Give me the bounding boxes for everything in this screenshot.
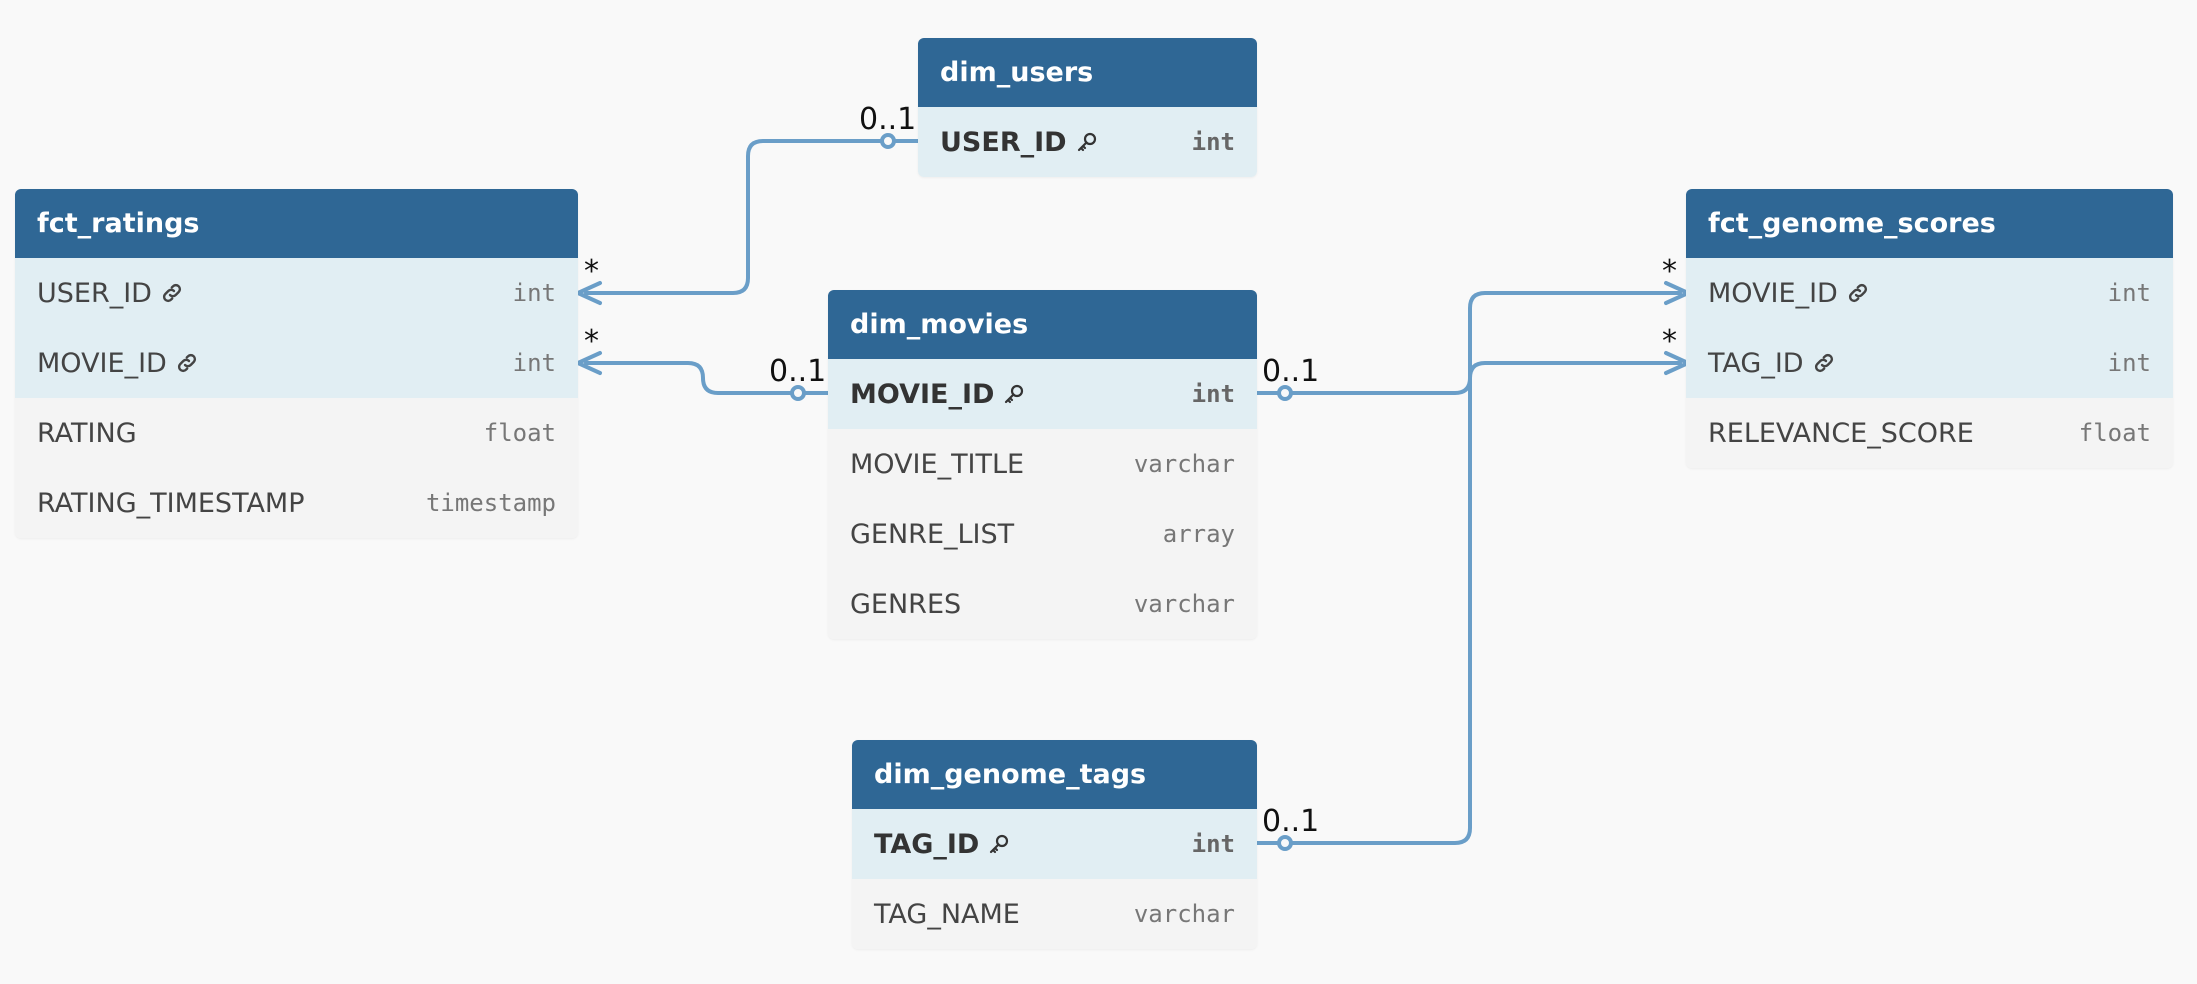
column-type: array: [1162, 520, 1235, 548]
column-type: float: [2078, 419, 2151, 447]
table-title[interactable]: dim_users: [918, 38, 1257, 107]
column-name: RATING: [37, 417, 137, 449]
column-name: TAG_ID: [874, 828, 980, 860]
column-name: TAG_NAME: [874, 898, 1020, 930]
column-type: int: [2107, 349, 2151, 377]
column-name: RATING_TIMESTAMP: [37, 487, 305, 519]
column-name: USER_ID: [37, 277, 152, 309]
column-name: MOVIE_TITLE: [850, 448, 1025, 480]
column-row[interactable]: RATING float: [15, 398, 578, 468]
column-name: MOVIE_ID: [37, 347, 167, 379]
link-icon: [160, 281, 184, 305]
cardinality-one-tags: 0..1: [1262, 804, 1320, 839]
key-icon: [1002, 382, 1026, 406]
column-row[interactable]: MOVIE_TITLE varchar: [828, 429, 1257, 499]
column-type: int: [1191, 830, 1235, 858]
column-name: GENRE_LIST: [850, 518, 1015, 550]
column-row[interactable]: MOVIE_ID int: [15, 328, 578, 398]
relationship-ratings-users: [584, 139, 920, 295]
column-name: MOVIE_ID: [1708, 277, 1838, 309]
column-row[interactable]: GENRE_LIST array: [828, 499, 1257, 569]
cardinality-one-movies-right: 0..1: [1262, 354, 1320, 389]
column-type: int: [1191, 128, 1235, 156]
cardinality-many-ratings-movies: *: [584, 324, 599, 359]
column-row[interactable]: RELEVANCE_SCORE float: [1686, 398, 2173, 468]
cardinality-many-ratings-users: *: [584, 254, 599, 289]
column-row[interactable]: MOVIE_ID int: [1686, 258, 2173, 328]
column-name: GENRES: [850, 588, 962, 620]
table-title[interactable]: dim_movies: [828, 290, 1257, 359]
cardinality-many-scores-tags: *: [1662, 324, 1677, 359]
column-row[interactable]: GENRES varchar: [828, 569, 1257, 639]
column-type: int: [512, 349, 556, 377]
table-title[interactable]: dim_genome_tags: [852, 740, 1257, 809]
table-fct-ratings[interactable]: fct_ratings USER_ID int MOVIE_ID int RAT…: [15, 189, 578, 538]
table-dim-genome-tags[interactable]: dim_genome_tags TAG_ID int TAG_NAME varc…: [852, 740, 1257, 949]
cardinality-many-scores-movies: *: [1662, 254, 1677, 289]
column-type: int: [2107, 279, 2151, 307]
column-name: USER_ID: [940, 126, 1067, 158]
link-icon: [175, 351, 199, 375]
column-type: varchar: [1133, 590, 1235, 618]
column-name: MOVIE_ID: [850, 378, 995, 410]
column-type: int: [1191, 380, 1235, 408]
column-row[interactable]: USER_ID int: [15, 258, 578, 328]
cardinality-one-movies-left: 0..1: [769, 354, 827, 389]
column-row[interactable]: RATING_TIMESTAMP timestamp: [15, 468, 578, 538]
key-icon: [1075, 130, 1099, 154]
relationship-scores-tags: [1255, 361, 1682, 845]
link-icon: [1812, 351, 1836, 375]
column-type: float: [483, 419, 556, 447]
key-icon: [987, 832, 1011, 856]
column-row[interactable]: USER_ID int: [918, 107, 1257, 177]
table-title[interactable]: fct_genome_scores: [1686, 189, 2173, 258]
column-row[interactable]: TAG_ID int: [1686, 328, 2173, 398]
column-row[interactable]: TAG_ID int: [852, 809, 1257, 879]
column-type: varchar: [1133, 900, 1235, 928]
column-row[interactable]: TAG_NAME varchar: [852, 879, 1257, 949]
link-icon: [1846, 281, 1870, 305]
column-type: timestamp: [425, 489, 556, 517]
table-fct-genome-scores[interactable]: fct_genome_scores MOVIE_ID int TAG_ID in…: [1686, 189, 2173, 468]
table-title[interactable]: fct_ratings: [15, 189, 578, 258]
column-row[interactable]: MOVIE_ID int: [828, 359, 1257, 429]
cardinality-one-users: 0..1: [859, 102, 917, 137]
column-type: varchar: [1133, 450, 1235, 478]
relationship-scores-movies: [1255, 291, 1682, 395]
table-dim-users[interactable]: dim_users USER_ID int: [918, 38, 1257, 177]
column-type: int: [512, 279, 556, 307]
column-name: RELEVANCE_SCORE: [1708, 417, 1974, 449]
column-name: TAG_ID: [1708, 347, 1804, 379]
table-dim-movies[interactable]: dim_movies MOVIE_ID int MOVIE_TITLE varc…: [828, 290, 1257, 639]
